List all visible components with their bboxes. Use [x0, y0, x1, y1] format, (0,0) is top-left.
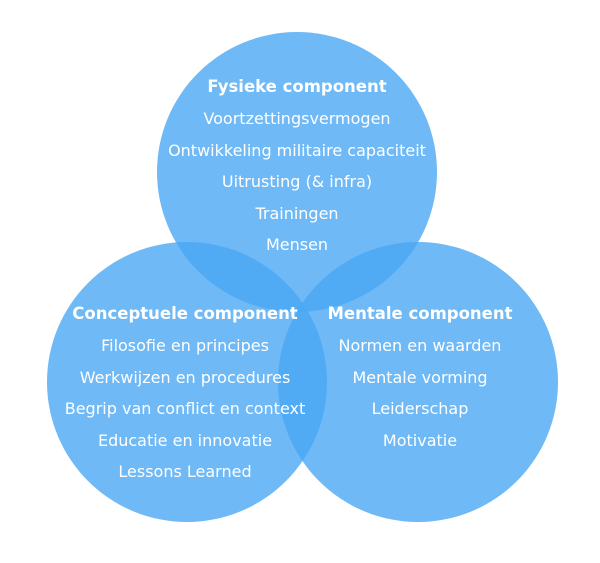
circle-mentale [278, 242, 558, 522]
component-item: Mensen [265, 235, 329, 254]
component-item: Motivatie [382, 430, 458, 450]
component-item: Trainingen [255, 203, 339, 223]
mentale-component-group: Mentale component Normen en waarden Ment… [270, 302, 570, 460]
component-item: Begrip van conflict en context [64, 399, 306, 418]
component-item: Uitrusting (& infra) [221, 172, 373, 191]
component-item: Educatie en innovatie [97, 430, 273, 450]
circle-conceptuele [47, 242, 327, 522]
component-item: Mentale vorming [352, 367, 488, 387]
conceptuele-component-group: Conceptuele component Filosofie en princ… [35, 302, 335, 492]
component-item: Werkwijzen en procedures [79, 367, 291, 387]
component-item: Filosofie en principes [101, 336, 269, 355]
component-item: Leiderschap [371, 399, 469, 418]
component-item: Ontwikkeling militaire capaciteit [168, 140, 426, 160]
component-title: Mentale component [327, 304, 513, 323]
component-item: Normen en waarden [338, 336, 502, 355]
component-item: Lessons Learned [118, 462, 252, 481]
component-title: Fysieke component [207, 77, 387, 96]
component-item: Voortzettingsvermogen [203, 109, 391, 128]
fysieke-component-group: Fysieke component Voortzettingsvermogen … [147, 75, 447, 265]
circle-fysieke [157, 32, 437, 312]
component-title: Conceptuele component [72, 304, 298, 323]
